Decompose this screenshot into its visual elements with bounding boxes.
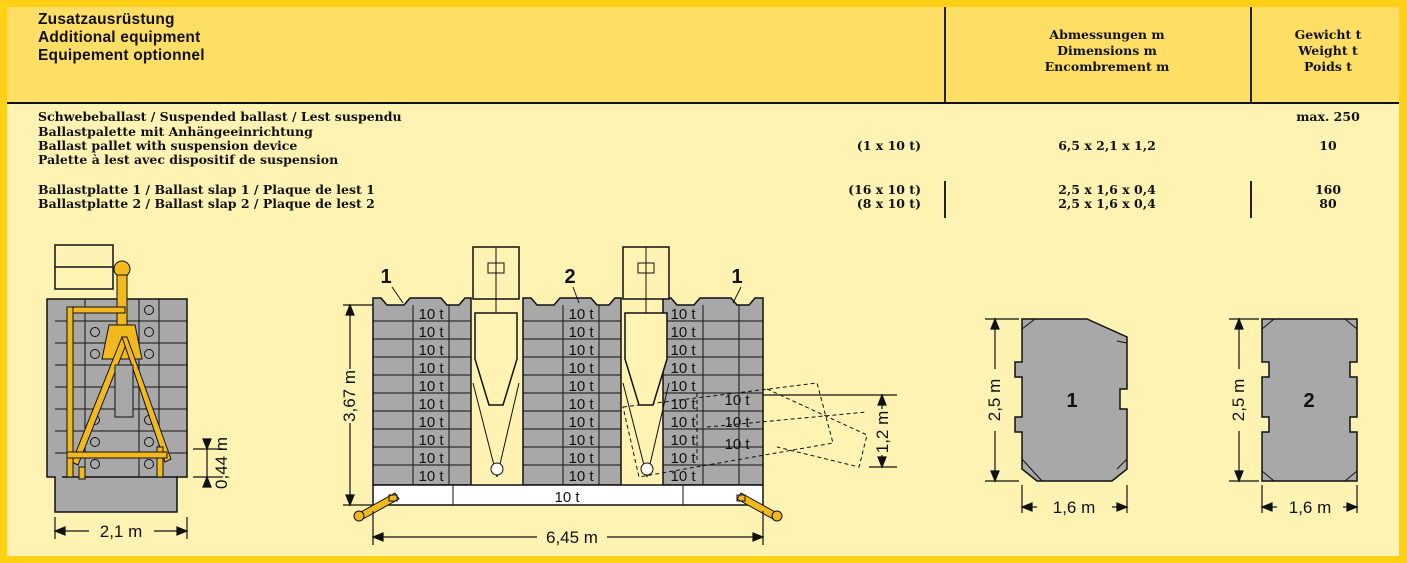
svg-text:10 t: 10 t [418, 342, 444, 359]
svg-text:10 t: 10 t [418, 360, 444, 377]
svg-text:10 t: 10 t [418, 432, 444, 449]
dimensions-header-de: Abmessungen m [1049, 27, 1165, 42]
svg-text:10 t: 10 t [418, 396, 444, 413]
column-divider [944, 181, 946, 218]
row-quantity: (8 x 10 t) [856, 196, 921, 211]
dim-width-label: 2,1 m [100, 522, 143, 541]
slab-number: 1 [1066, 390, 1077, 412]
row-quantity: (16 x 10 t) [848, 182, 921, 197]
column-divider [1250, 181, 1252, 218]
dim-width-label: 1,6 m [1053, 498, 1096, 517]
svg-text:10 t: 10 t [670, 450, 696, 467]
row-label: Ballast pallet with suspension device [38, 138, 298, 153]
row-label: Ballastplatte 2 / Ballast slap 2 / Plaqu… [38, 196, 375, 211]
svg-text:10 t: 10 t [670, 360, 696, 377]
row-dimensions: 2,5 x 1,6 x 0,4 [1058, 182, 1156, 197]
row-dimensions: 6,5 x 2,1 x 1,2 [1058, 138, 1156, 153]
weight-header-de: Gewicht t [1294, 27, 1362, 42]
svg-text:10 t: 10 t [670, 324, 696, 341]
dim-length-label: 6,45 m [546, 528, 598, 547]
dim-width-label: 1,6 m [1289, 498, 1332, 517]
row-weight: 80 [1319, 196, 1337, 211]
svg-text:10 t: 10 t [724, 436, 750, 453]
svg-text:10 t: 10 t [418, 324, 444, 341]
svg-text:10 t: 10 t [568, 396, 594, 413]
svg-text:10 t: 10 t [568, 468, 594, 485]
row-label: Ballastplatte 1 / Ballast slap 1 / Plaqu… [38, 182, 375, 197]
row-weight: 160 [1314, 182, 1342, 197]
svg-text:10 t: 10 t [670, 468, 696, 485]
svg-text:10 t: 10 t [568, 432, 594, 449]
dim-height-label: 3,67 m [340, 370, 359, 422]
svg-text:10 t: 10 t [568, 414, 594, 431]
svg-text:10 t: 10 t [568, 450, 594, 467]
dim-height-label: 2,5 m [985, 379, 1004, 422]
svg-text:10 t: 10 t [568, 324, 594, 341]
svg-text:10 t: 10 t [568, 342, 594, 359]
column-divider [1250, 7, 1252, 102]
title-de: Zusatzausrüstung [38, 11, 175, 28]
dim-height-label: 0,44 m [212, 437, 231, 489]
ballast-slab-1: 1 2,5 m 1,6 m [985, 317, 1129, 517]
dimensions-header-en: Dimensions m [1057, 43, 1157, 58]
slab-number: 2 [1303, 390, 1314, 412]
svg-text:10 t: 10 t [670, 378, 696, 395]
pallet-side-view: 2,1 m 0,44 m [46, 244, 231, 541]
row-quantity: (1 x 10 t) [856, 138, 921, 153]
table-header: Zusatzausrüstung Additional equipment Eq… [7, 7, 1399, 104]
row-label: Palette à lest avec dispositif de suspen… [38, 152, 339, 167]
dim-height-label: 2,5 m [1229, 379, 1248, 422]
pallet-front-view: 10 t 10 t 10 t 10 t 10 t 10 t 10 t 10 t … [340, 246, 897, 547]
ballast-slab-labels: 10 t 10 t 10 t 10 t 10 t 10 t 10 t 10 t … [418, 306, 750, 506]
svg-text:10 t: 10 t [670, 432, 696, 449]
svg-text:10 t: 10 t [670, 414, 696, 431]
svg-text:10 t: 10 t [724, 392, 750, 409]
svg-text:10 t: 10 t [568, 378, 594, 395]
svg-text:10 t: 10 t [670, 306, 696, 323]
column-divider [944, 7, 946, 102]
svg-text:10 t: 10 t [418, 450, 444, 467]
weight-header-fr: Poids t [1303, 59, 1353, 74]
title-fr: Equipement optionnel [38, 47, 205, 64]
ballast-slab-2: 2 2,5 m 1,6 m [1229, 317, 1359, 517]
svg-text:10 t: 10 t [724, 414, 750, 431]
row-weight: max. 250 [1296, 109, 1360, 124]
svg-text:10 t: 10 t [418, 378, 444, 395]
row-weight: 10 [1319, 138, 1337, 153]
svg-text:10 t: 10 t [418, 414, 444, 431]
dim-lift-label: 1,2 m [873, 411, 892, 454]
dimensions-header-fr: Encombrement m [1044, 59, 1170, 74]
stack-label-1: 1 [380, 266, 391, 288]
weight-header-en: Weight t [1298, 43, 1358, 58]
svg-text:10 t: 10 t [568, 360, 594, 377]
stack-label-1: 1 [731, 266, 742, 288]
svg-text:10 t: 10 t [670, 396, 696, 413]
title-en: Additional equipment [38, 29, 201, 46]
content-panel: Zusatzausrüstung Additional equipment Eq… [7, 7, 1399, 556]
row-label: Schwebeballast / Suspended ballast / Les… [38, 109, 402, 124]
row-label: Ballastpalette mit Anhängeeinrichtung [38, 124, 313, 139]
svg-text:10 t: 10 t [418, 468, 444, 485]
svg-text:10 t: 10 t [418, 306, 444, 323]
svg-text:10 t: 10 t [568, 306, 594, 323]
stack-label-2: 2 [564, 266, 575, 288]
svg-text:10 t: 10 t [670, 342, 696, 359]
row-dimensions: 2,5 x 1,6 x 0,4 [1058, 196, 1156, 211]
svg-text:10 t: 10 t [554, 489, 580, 506]
